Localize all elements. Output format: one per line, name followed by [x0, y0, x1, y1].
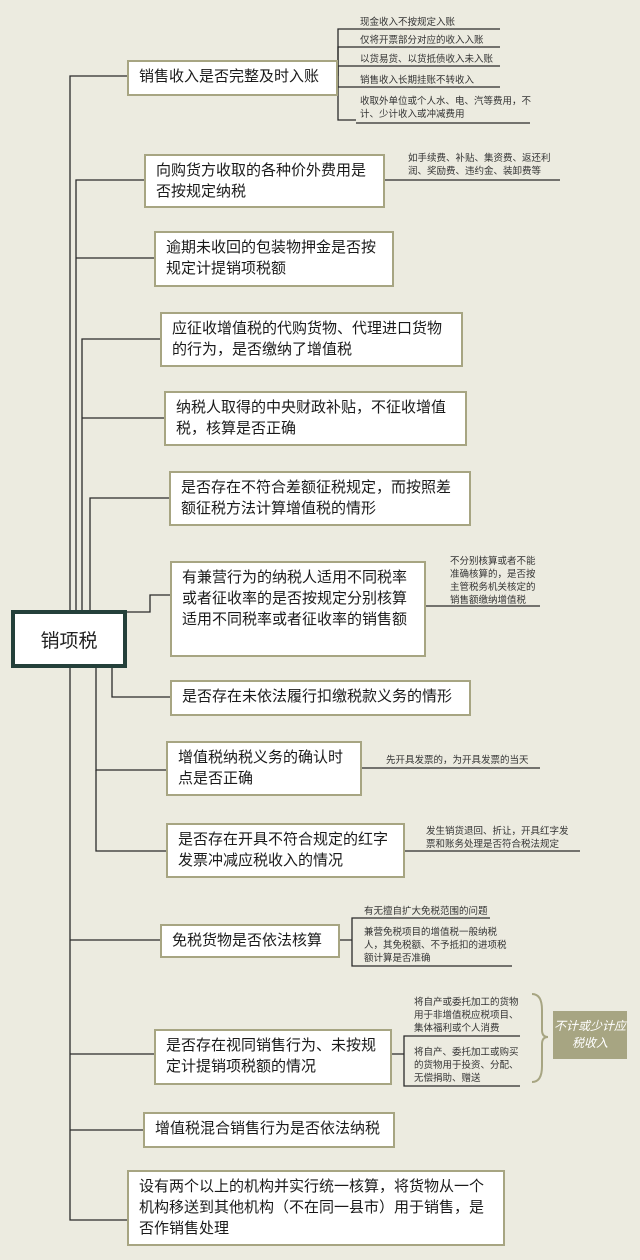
note-7-1: 不分别核算或者不能准确核算的，是否按主管税务机关核定的销售额缴纳增值税 — [450, 556, 536, 606]
branch-node-13: 增值税混合销售行为是否依法纳税 — [143, 1112, 395, 1148]
note-12-1: 将自产或委托加工的货物用于非增值税应税项目、集体福利或个人消费 — [414, 997, 519, 1034]
branch-node-1: 销售收入是否完整及时入账 — [127, 60, 338, 96]
note-2-1: 如手续费、补贴、集资费、返还利润、奖励费、违约金、装卸费等 — [408, 153, 551, 177]
branch-node-6: 是否存在不符合差额征税规定，而按照差额征税方法计算增值税的情形 — [169, 471, 471, 526]
branch-node-8: 是否存在未依法履行扣缴税款义务的情形 — [170, 680, 471, 716]
branch-node-7: 有兼营行为的纳税人适用不同税率或者征收率的是否按规定分别核算适用不同税率或者征收… — [170, 561, 426, 657]
note-12-2: 将自产、委托加工或购买的货物用于投资、分配、无偿捐助、赠送 — [414, 1047, 519, 1084]
branch-node-5: 纳税人取得的中央财政补贴，不征收增值税，核算是否正确 — [164, 391, 467, 446]
note-tag: 不计或少计应税收入 — [553, 1011, 627, 1059]
branch-node-10: 是否存在开具不符合规定的红字发票冲减应税收入的情况 — [166, 823, 405, 878]
note-1-1: 现金收入不按规定入账 — [360, 17, 456, 28]
branch-node-2: 向购货方收取的各种价外费用是否按规定纳税 — [144, 154, 385, 208]
note-11-2: 兼营免税项目的增值税一般纳税人，其免税额、不予抵扣的进项税额计算是否准确 — [364, 927, 507, 964]
note-1-4: 销售收入长期挂账不转收入 — [360, 75, 475, 86]
note-9-1: 先开具发票的，为开具发票的当天 — [386, 755, 529, 766]
note-1-5: 收取外单位或个人水、电、汽等费用，不计、少计收入或冲减费用 — [360, 96, 532, 120]
branch-node-11: 免税货物是否依法核算 — [160, 924, 340, 958]
root-node: 销项税 — [11, 610, 127, 668]
branch-node-14: 设有两个以上的机构并实行统一核算，将货物从一个机构移送到其他机构（不在同一县市）… — [127, 1170, 505, 1246]
branch-node-4: 应征收增值税的代购货物、代理进口货物的行为，是否缴纳了增值税 — [160, 312, 463, 367]
note-10-1: 发生销货退回、折让，开具红字发票和账务处理是否符合税法规定 — [426, 826, 569, 850]
branch-node-9: 增值税纳税义务的确认时点是否正确 — [166, 741, 362, 796]
note-1-3: 以货易货、以货抵债收入未入账 — [360, 54, 494, 65]
branch-node-3: 逾期未收回的包装物押金是否按规定计提销项税额 — [154, 231, 394, 287]
branch-node-12: 是否存在视同销售行为、未按规定计提销项税额的情况 — [154, 1029, 392, 1085]
note-11-1: 有无擅自扩大免税范围的问题 — [364, 906, 488, 917]
note-1-2: 仅将开票部分对应的收入入账 — [360, 35, 484, 46]
